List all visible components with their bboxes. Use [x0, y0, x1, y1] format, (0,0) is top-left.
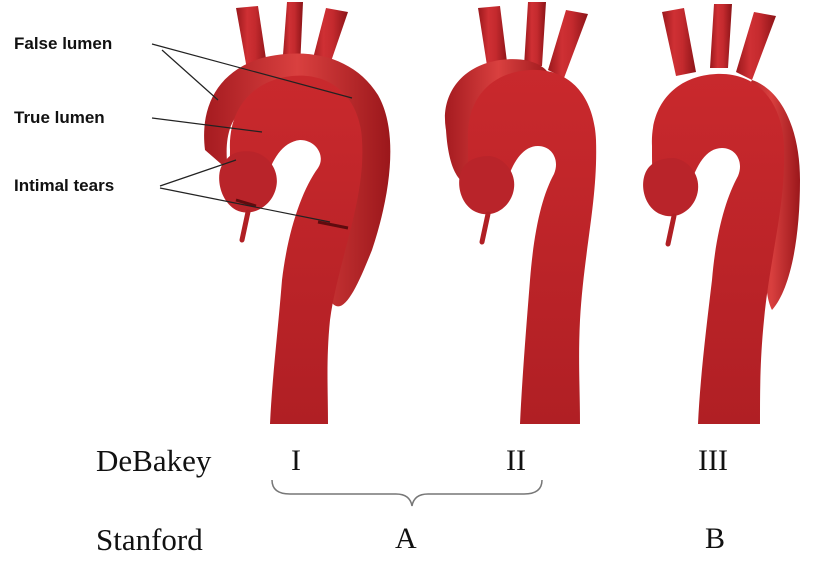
- true-lumen: [468, 70, 596, 424]
- aortic-root: [459, 156, 514, 214]
- debakey-label: DeBakey: [96, 443, 211, 479]
- debakey-type-ii: II: [506, 444, 526, 478]
- coronary-stub: [242, 212, 248, 240]
- callout-false-lumen: False lumen: [14, 34, 112, 54]
- debakey-type-iii: III: [698, 444, 728, 478]
- stanford-type-b: B: [705, 522, 725, 556]
- stanford-label: Stanford: [96, 522, 203, 558]
- coronary-stub: [668, 216, 674, 244]
- stanford-type-a: A: [395, 522, 417, 556]
- callout-intimal-tears: Intimal tears: [14, 176, 114, 196]
- branch-vessel: [548, 10, 588, 78]
- debakey-type-i: I: [291, 444, 301, 478]
- coronary-stub: [482, 214, 488, 242]
- branch-vessel: [736, 12, 776, 80]
- true-lumen: [230, 76, 363, 424]
- leader-false-lumen-2: [162, 50, 218, 100]
- branch-vessel: [710, 4, 732, 68]
- callout-true-lumen: True lumen: [14, 108, 105, 128]
- stanford-a-brace: [272, 480, 542, 506]
- true-lumen: [652, 74, 784, 424]
- branch-vessel: [524, 2, 546, 66]
- aorta-type-iii: [643, 4, 800, 424]
- aorta-type-ii: [445, 2, 596, 424]
- branch-vessel: [662, 8, 696, 76]
- aortic-root: [643, 158, 698, 216]
